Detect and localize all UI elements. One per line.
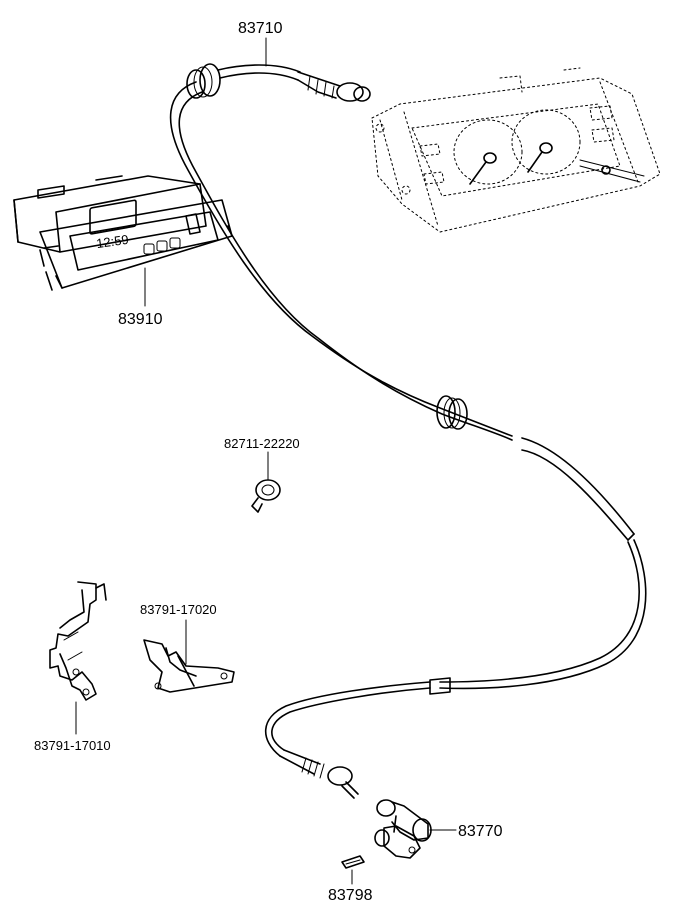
label-driven-gear: 83770 — [458, 823, 503, 840]
label-pin: 83798 — [328, 887, 373, 904]
label-clamp: 82711-22220 — [224, 436, 300, 451]
label-clock: 83910 — [118, 311, 163, 328]
clamp-part — [251, 479, 281, 513]
leader-lines — [75, 37, 457, 885]
label-bracket-17020: 83791-17020 — [140, 602, 217, 617]
clock-display-text: 12:59 — [95, 232, 129, 251]
pin-part — [341, 855, 365, 869]
label-bracket-17010: 83791-17010 — [34, 738, 111, 753]
driven-gear-part — [374, 799, 432, 859]
label-cable: 83710 — [238, 20, 283, 37]
speedometer-cable — [169, 63, 647, 799]
bracket-17010 — [49, 581, 107, 701]
clock-unit: 12:59 — [13, 175, 233, 291]
bracket-17020 — [143, 639, 235, 693]
combination-meter — [371, 67, 661, 233]
